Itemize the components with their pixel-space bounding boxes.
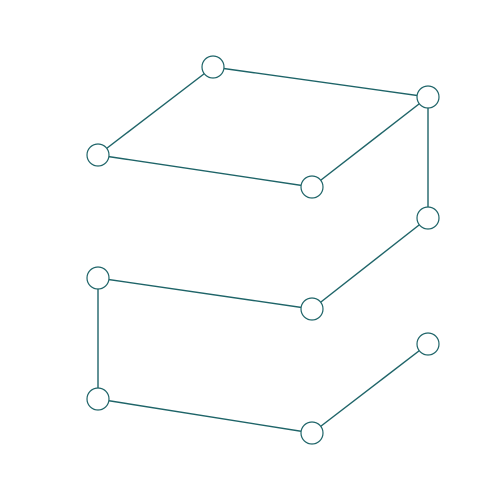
edge-n5-n6 (311, 217, 429, 310)
node-6 (300, 297, 324, 321)
nodes-layer (86, 55, 440, 445)
edge-n1-n2 (97, 66, 214, 156)
edge-n3-n4 (311, 96, 429, 188)
edge-n2-n3 (212, 66, 429, 98)
edge-n9-n10 (311, 343, 429, 434)
edge-n4-n1 (97, 154, 313, 188)
node-4 (300, 175, 324, 199)
edge-n6-n7 (97, 277, 313, 310)
node-5 (416, 206, 440, 230)
edge-n8-n9 (97, 398, 313, 434)
node-3 (416, 85, 440, 109)
node-7 (86, 266, 110, 290)
edges-layer (97, 66, 429, 434)
node-8 (86, 387, 110, 411)
node-10 (416, 332, 440, 356)
node-9 (300, 421, 324, 445)
node-1 (86, 143, 110, 167)
node-2 (201, 55, 225, 79)
